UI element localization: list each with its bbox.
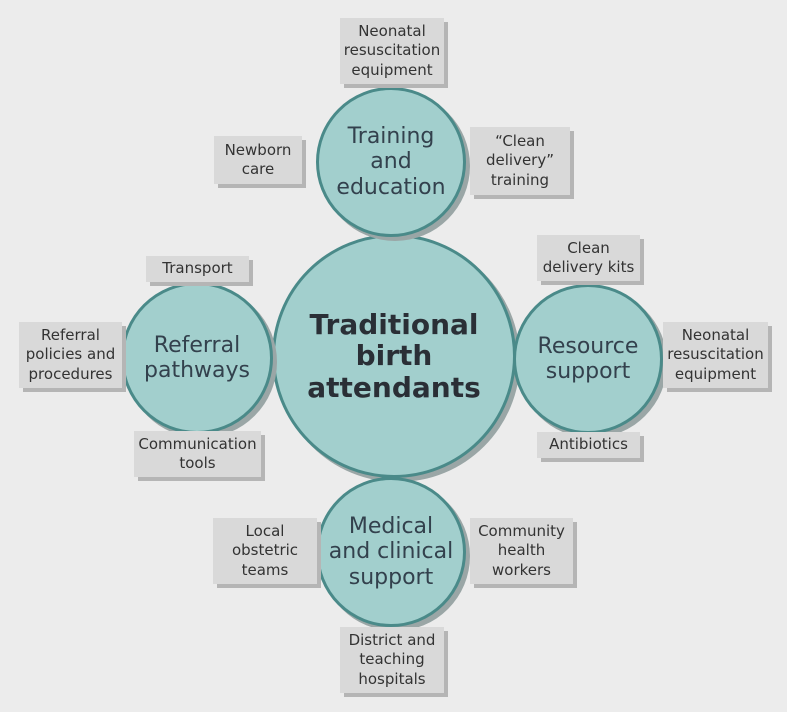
box-label: Antibiotics xyxy=(549,435,628,454)
box-antibiotics: Antibiotics xyxy=(537,432,640,458)
box-label: Referral policies and procedures xyxy=(25,325,116,383)
box-clean-delivery-training: “Clean delivery” training xyxy=(470,127,570,195)
center-label: Traditional birth attendants xyxy=(307,307,481,404)
box-local-obstetric-teams: Local obstetric teams xyxy=(213,518,317,584)
box-label: Transport xyxy=(162,259,233,278)
box-label: Communication tools xyxy=(138,434,257,473)
box-transport: Transport xyxy=(146,256,249,282)
box-label: Neonatal resuscitation equipment xyxy=(343,21,441,79)
box-label: “Clean delivery” training xyxy=(485,131,554,189)
center-circle-traditional-birth-attendants: Traditional birth attendants xyxy=(272,234,516,478)
box-neonatal-equipment-training: Neonatal resuscitation equipment xyxy=(340,18,444,84)
box-label: District and teaching hospitals xyxy=(348,630,436,688)
box-communication-tools: Communication tools xyxy=(134,431,261,477)
box-label: Clean delivery kits xyxy=(542,238,635,277)
medical-label: Medical and clinical support xyxy=(328,514,454,590)
box-newborn-care: Newborn care xyxy=(214,136,302,184)
box-label: Neonatal resuscitation equipment xyxy=(667,325,764,383)
box-label: Community health workers xyxy=(478,521,565,579)
box-referral-policies: Referral policies and procedures xyxy=(19,322,122,388)
circle-resource-support: Resource support xyxy=(513,284,663,434)
circle-referral-pathways: Referral pathways xyxy=(121,282,273,434)
box-community-health-workers: Community health workers xyxy=(470,518,573,584)
box-neonatal-equipment-resource: Neonatal resuscitation equipment xyxy=(663,322,768,388)
circle-training-education: Training and education xyxy=(316,87,466,237)
circle-medical-clinical-support: Medical and clinical support xyxy=(316,477,466,627)
box-clean-delivery-kits: Clean delivery kits xyxy=(537,235,640,281)
resource-label: Resource support xyxy=(537,333,639,384)
referral-label: Referral pathways xyxy=(144,332,250,383)
box-label: Local obstetric teams xyxy=(231,521,299,579)
box-label: Newborn care xyxy=(224,140,292,179)
box-district-teaching-hospitals: District and teaching hospitals xyxy=(340,627,444,693)
training-label: Training and education xyxy=(336,124,446,200)
